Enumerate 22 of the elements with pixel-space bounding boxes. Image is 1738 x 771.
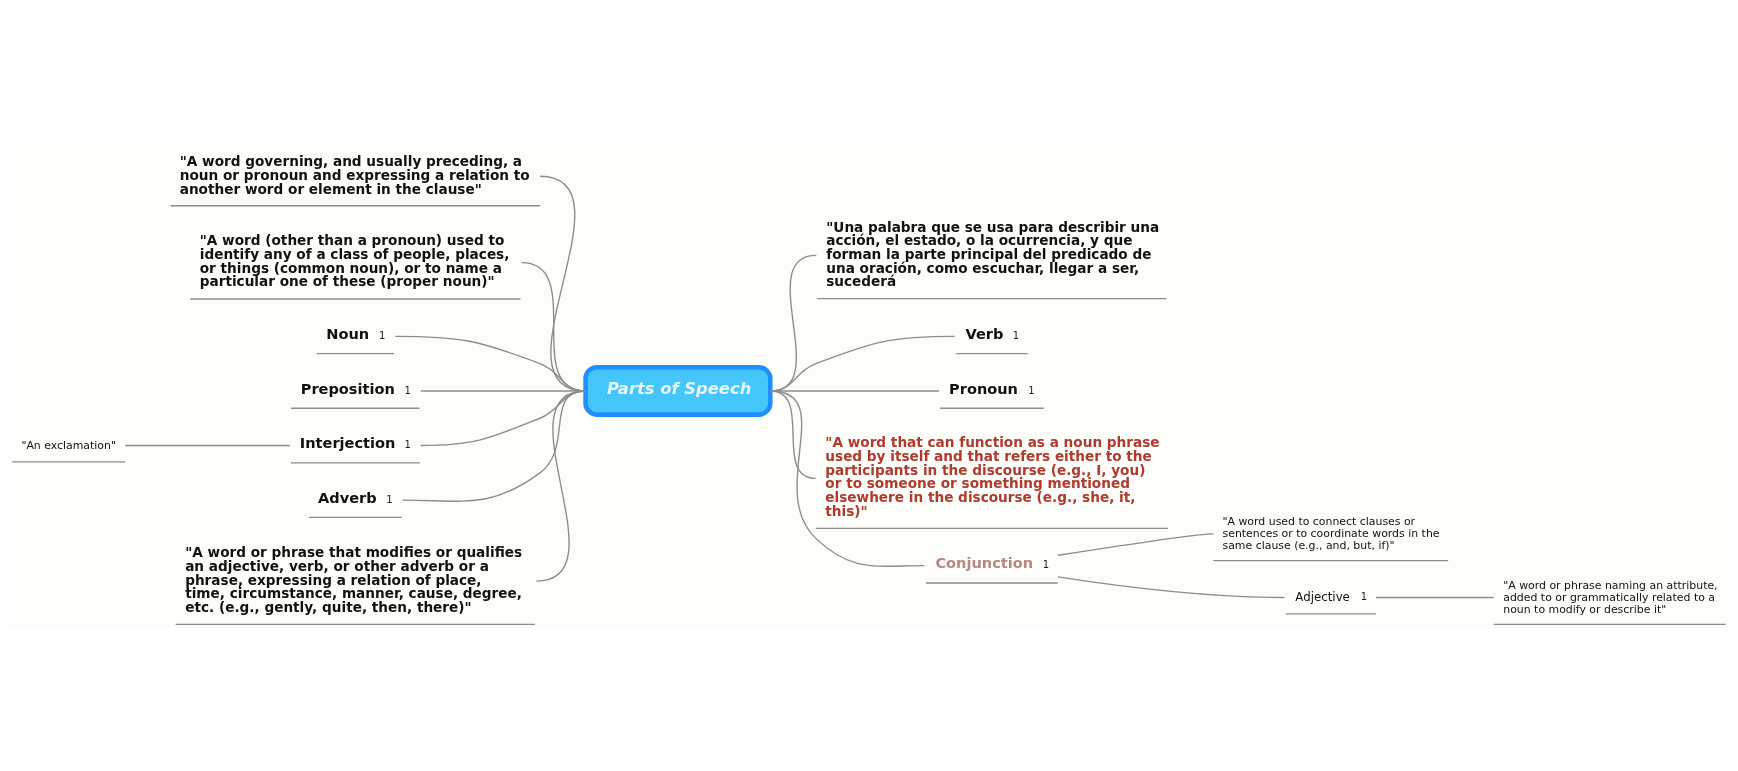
node-text: Adverb 1	[318, 488, 393, 506]
connector	[769, 390, 926, 567]
connector	[1057, 533, 1215, 556]
node-text: Pronoun 1	[949, 379, 1035, 397]
node-box: Parts of Speech	[583, 365, 773, 417]
node-text: Noun 1	[326, 324, 386, 342]
node-text: "A word used to connect clauses or sentences or to coordinate words in the same clause (e.g., and, but, if)"	[1222, 515, 1440, 552]
connector	[1057, 576, 1286, 599]
node-text: "A word or phrase that modifies or qualifies an adjective, verb, or other adverb or a phrase, expressing a relation of place, time, circumstance, manner, cause, degree, etc. (e.g., gently, quite, then, there)"	[185, 544, 523, 616]
node-text: "A word that can function as a noun phrase used by itself and that refers either to the participants in the discourse (e.g., I, you) or to someone or something mentioned elsewhere in the discourse (e.g., she, it, this)"	[825, 434, 1160, 519]
node-text: Interjection 1	[299, 434, 411, 452]
node-text: "Una palabra que se usa para describir una acción, el estado, o la ocurrencia, y que forman la parte principal del predicado de una oración, como escuchar, llegar a ser, sucederá	[826, 218, 1160, 290]
node-text: "An exclamation"	[21, 438, 116, 452]
node-text: "A word or phrase naming an attribute, added to or grammatically related to a noun to modify or describe it"	[1503, 578, 1718, 616]
connector	[1375, 596, 1495, 599]
connector	[124, 444, 291, 447]
node-text: "A word (other than a pronoun) used to identify any of a class of people, places, or things (common noun), or to name a particular one of these (proper noun)"	[199, 232, 510, 290]
node-text: Verb 1	[965, 324, 1020, 342]
node-text: "A word governing, and usually preceding, a noun or pronoun and expressing a relation to another word or element in the clause"	[179, 153, 530, 197]
node-text: Adjective 1	[1295, 589, 1368, 604]
node-text: Conjunction 1	[935, 554, 1050, 572]
node-text: Preposition 1	[300, 379, 411, 397]
